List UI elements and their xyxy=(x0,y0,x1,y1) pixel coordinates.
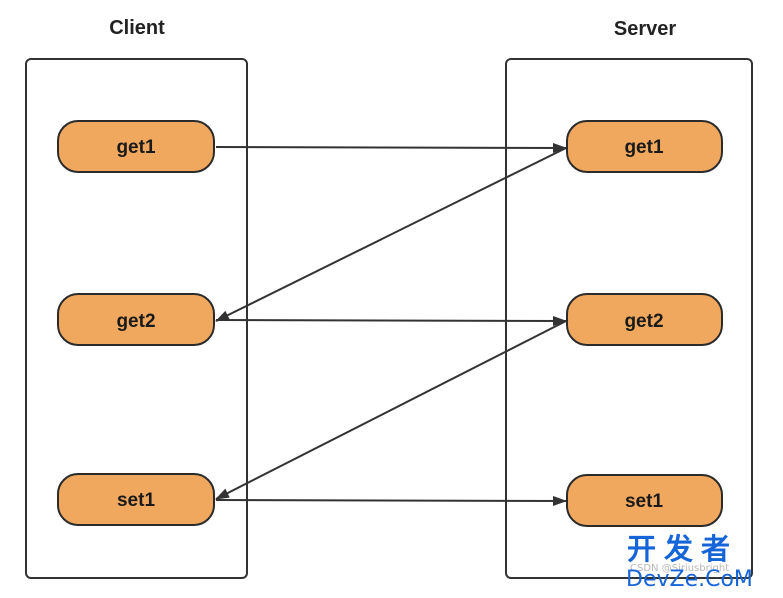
edge-c-set1-to-s-set1 xyxy=(215,495,567,506)
watermark-cn: 开发者 xyxy=(627,532,738,566)
server-node-set1: set1 xyxy=(566,474,723,527)
edges-group xyxy=(215,142,567,506)
client-frame xyxy=(25,58,248,579)
server-node-get2: get2 xyxy=(566,293,723,346)
server-node-label: get1 xyxy=(624,137,664,158)
client-node-label: set1 xyxy=(117,490,155,511)
server-frame xyxy=(505,58,753,579)
server-node-label: set1 xyxy=(625,491,663,512)
server-node-label: get2 xyxy=(624,311,663,332)
watermark: 开发者 CSDN @Siriusbright DevZe.CoM xyxy=(626,532,753,592)
client-node-label: get2 xyxy=(116,311,155,332)
edge-c-get2-to-s-get2 xyxy=(215,315,567,326)
client-title: Client xyxy=(109,17,165,39)
client-node-get2: get2 xyxy=(57,293,215,346)
server-node-get1: get1 xyxy=(566,120,723,173)
watermark-small: CSDN @Siriusbright xyxy=(630,563,729,574)
watermark-en: DevZe.CoM xyxy=(626,567,753,592)
client-node-set1: set1 xyxy=(57,473,215,526)
server-title: Server xyxy=(614,18,676,40)
edge-s-get1-to-c-get2 xyxy=(215,147,567,322)
edge-c-get1-to-s-get1 xyxy=(215,142,567,153)
edge-s-get2-to-c-set1 xyxy=(215,320,567,500)
client-node-label: get1 xyxy=(116,137,156,158)
client-node-get1: get1 xyxy=(57,120,215,173)
